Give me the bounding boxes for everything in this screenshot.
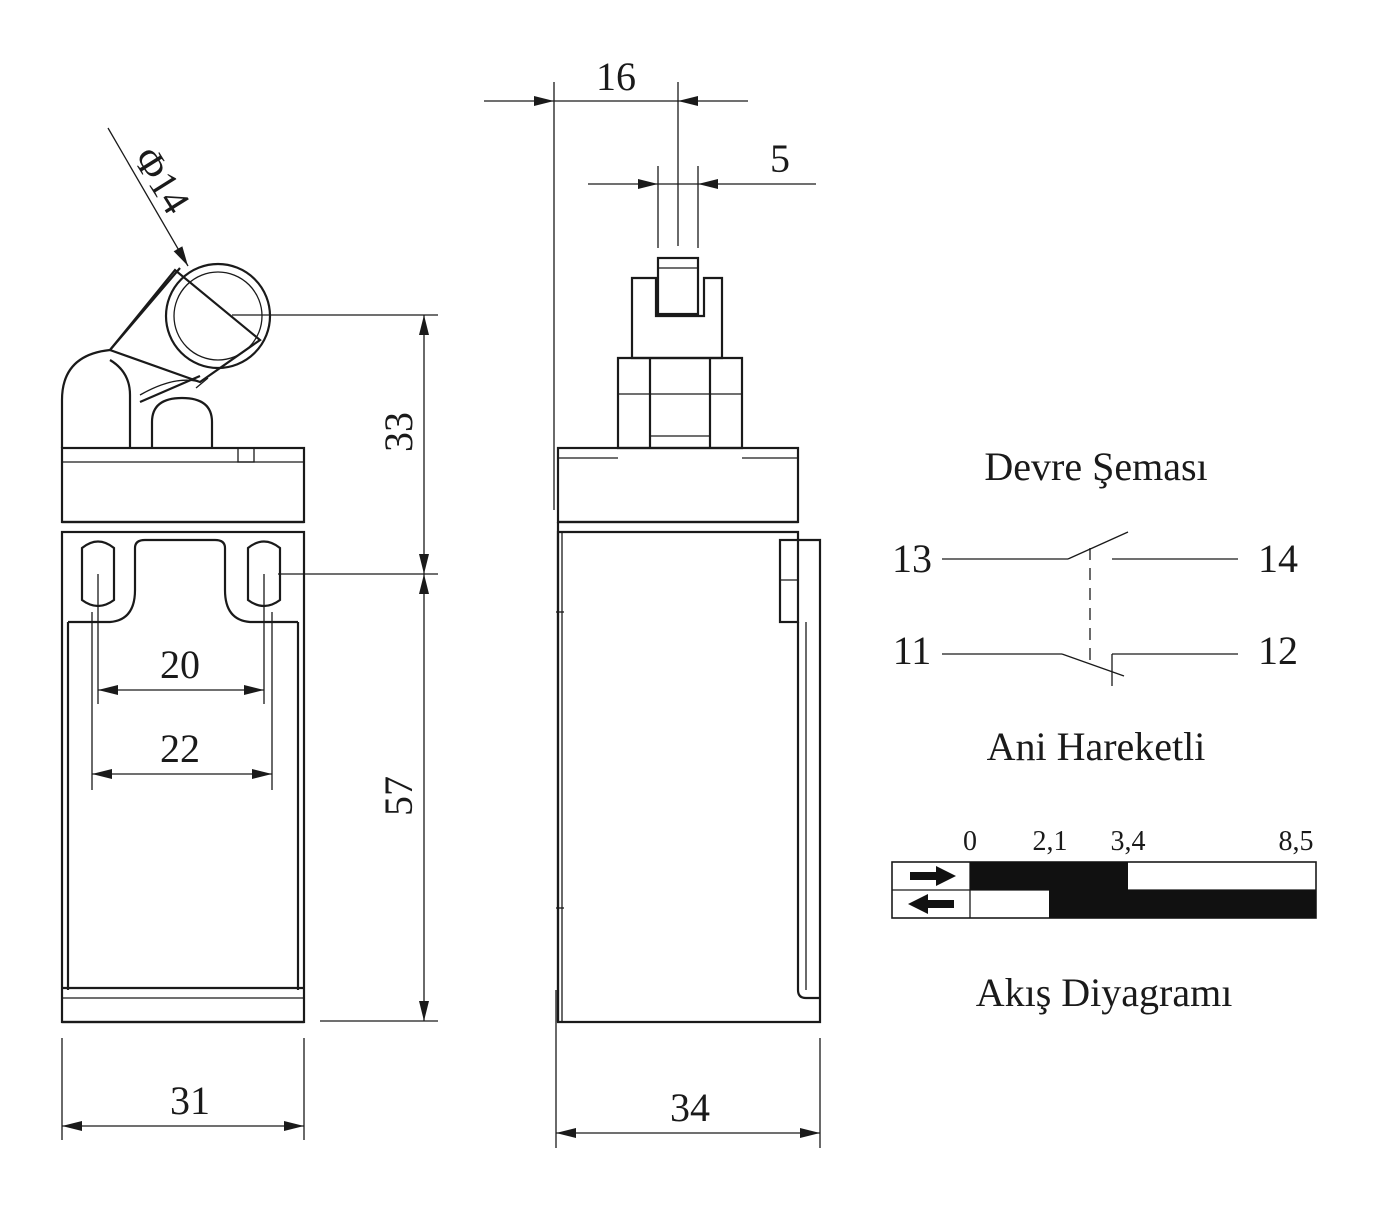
dim-roller-diameter: Φ14 [107,127,199,267]
dim-roller-diameter-label: Φ14 [124,139,199,222]
flow-tick-3: 8,5 [1279,826,1314,857]
arrow-left-icon [908,894,954,914]
flow-row-return-bar [1049,890,1316,918]
circuit-subtitle: Ani Hareketli [987,724,1206,769]
side-body [556,522,822,1024]
dim-actuator-height: 33 [232,314,438,575]
dim-top-width: 16 [484,54,748,510]
terminal-14: 14 [1258,536,1298,581]
dim-hole-spacing-outer: 22 [91,612,273,790]
terminal-12: 12 [1258,628,1298,673]
contact-nc [942,653,1238,686]
side-view [556,256,822,1024]
flow-title: Akış Diyagramı [976,970,1233,1015]
plunger [616,256,744,450]
dim-top-width-label: 16 [596,54,636,99]
dim-hole-spacing-outer-label: 22 [160,726,200,771]
dim-hole-spacing-inner-label: 20 [160,642,200,687]
contact-no [942,531,1238,560]
dim-front-width-label: 31 [170,1078,210,1123]
dim-hole-spacing-inner: 20 [97,574,265,704]
roller-lever [60,262,272,448]
terminal-11: 11 [893,628,932,673]
dim-body-height-label: 57 [376,776,421,816]
flow-tick-0: 0 [963,826,977,857]
front-body [60,530,306,1024]
circuit-title: Devre Şeması [984,444,1207,489]
front-head [60,446,306,533]
dim-front-width: 31 [61,1038,305,1140]
dim-actuator-height-label: 33 [376,412,421,452]
terminal-13: 13 [892,536,932,581]
side-head [556,446,800,524]
dim-side-depth-label: 34 [670,1085,710,1130]
circuit-diagram: Devre Şeması 13 14 11 12 Ani Hareketli [892,444,1298,769]
flow-tick-2: 3,4 [1111,826,1146,857]
flow-diagram: 0 2,1 3,4 8,5 Akış Diyagramı [891,826,1317,1015]
dim-body-height: 57 [320,574,438,1022]
dim-side-depth: 34 [555,990,821,1148]
arrow-right-icon [910,866,956,886]
flow-row-forward-bar [970,862,1128,890]
dim-plunger-width: 5 [588,136,816,248]
dim-plunger-width-label: 5 [770,136,790,181]
flow-tick-1: 2,1 [1033,826,1068,857]
front-view [60,262,306,1024]
